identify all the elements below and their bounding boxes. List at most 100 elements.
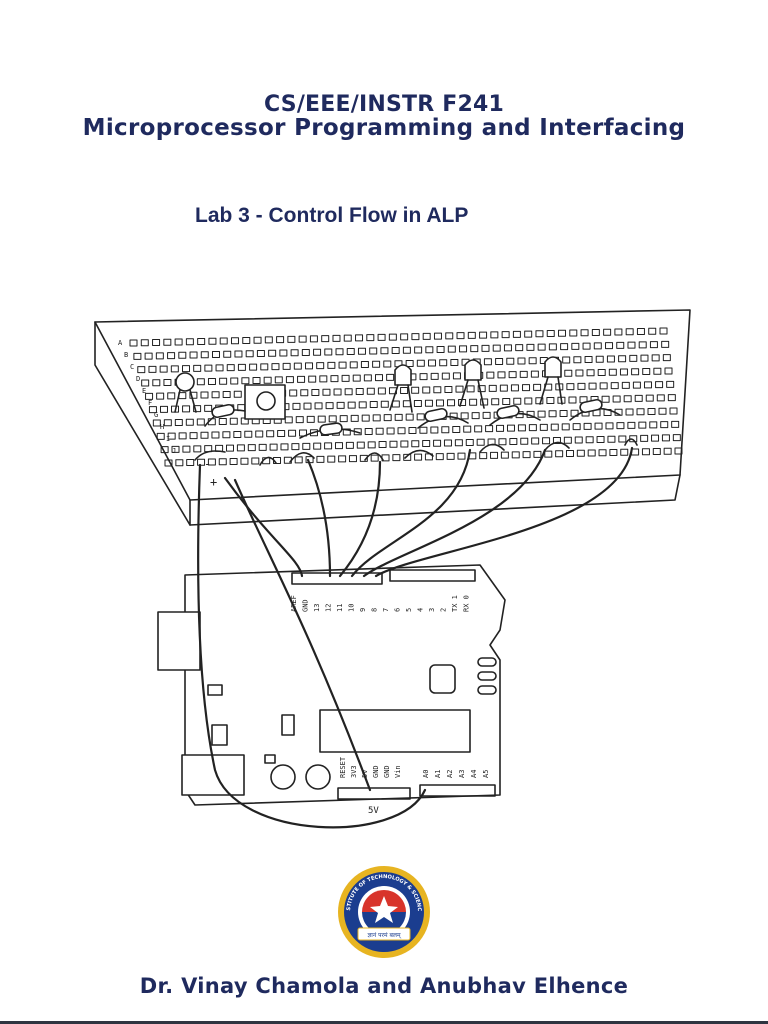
breadboard-hole (649, 341, 658, 349)
breadboard-hole (467, 331, 476, 339)
breadboard-hole (334, 442, 343, 450)
breadboard-hole (163, 378, 172, 386)
breadboard-hole (405, 360, 414, 368)
breadboard-hole (511, 451, 520, 459)
row-label: D (136, 375, 140, 383)
breadboard-hole (260, 363, 269, 371)
breadboard-hole (308, 375, 317, 383)
breadboard-hole (481, 344, 490, 352)
breadboard-hole (424, 399, 433, 407)
breadboard-hole (341, 374, 350, 382)
breadboard-hole (204, 404, 213, 412)
breadboard-hole (211, 391, 220, 399)
breadboard-hole (491, 398, 500, 406)
breadboard-hole (629, 354, 638, 362)
breadboard-hole (291, 443, 300, 451)
breadboard-hole (588, 382, 597, 390)
analog-header (419, 784, 496, 797)
breadboard-hole (255, 430, 264, 438)
breadboard-hole (631, 368, 640, 376)
rail-label: - (204, 457, 211, 471)
breadboard-hole (137, 366, 146, 374)
breadboard-hole (492, 344, 501, 352)
breadboard-hole (300, 389, 309, 397)
breadboard-hole (372, 360, 381, 368)
breadboard-hole (357, 347, 366, 355)
breadboard-hole (546, 330, 555, 338)
breadboard-hole (606, 355, 615, 363)
breadboard-hole (638, 341, 647, 349)
breadboard-hole (174, 418, 183, 426)
row-label: J (172, 447, 176, 455)
breadboard-hole (450, 359, 459, 367)
breadboard-hole (501, 331, 510, 339)
breadboard-hole (512, 330, 521, 338)
breadboard-hole (597, 369, 606, 377)
breadboard-hole (577, 382, 586, 390)
breadboard-hole (414, 453, 423, 461)
breadboard-hole (605, 422, 614, 430)
pin-label: 12 (325, 604, 333, 612)
breadboard-hole (400, 440, 409, 448)
breadboard-hole (563, 436, 572, 444)
breadboard-hole (178, 351, 187, 359)
breadboard-hole (636, 408, 645, 416)
breadboard-hole (240, 457, 249, 465)
breadboard-hole (155, 352, 164, 360)
breadboard-hole (305, 362, 314, 370)
breadboard-hole (328, 415, 337, 423)
breadboard-hole (400, 333, 409, 341)
breadboard-hole (369, 401, 378, 409)
breadboard-hole (656, 394, 665, 402)
arduino-board (184, 564, 506, 806)
breadboard-hole (289, 389, 298, 397)
breadboard-hole (163, 419, 172, 427)
breadboard-hole (517, 357, 526, 365)
breadboard-hole (402, 346, 411, 354)
capacitor-1 (270, 764, 296, 790)
breadboard-edge (94, 321, 191, 526)
breadboard-hole (568, 396, 577, 404)
breadboard-hole (441, 426, 450, 434)
breadboard-hole (640, 434, 649, 442)
breadboard-hole (619, 368, 628, 376)
breadboard-hole (269, 443, 278, 451)
breadboard-hole (411, 386, 420, 394)
breadboard-hole (558, 329, 567, 337)
breadboard-hole (548, 343, 557, 351)
breadboard-hole (182, 365, 191, 373)
breadboard-hole (542, 437, 551, 445)
breadboard-hole (167, 432, 176, 440)
pin-label: GND (383, 765, 391, 778)
breadboard-hole (276, 336, 285, 344)
breadboard-hole (572, 423, 581, 431)
breadboard-hole (599, 382, 608, 390)
breadboard-hole (174, 338, 183, 346)
breadboard-hole (497, 371, 506, 379)
breadboard-hole (672, 434, 681, 442)
breadboard-hole (197, 337, 206, 345)
breadboard-hole (510, 384, 519, 392)
breadboard-hole (441, 372, 450, 380)
breadboard-hole (360, 361, 369, 369)
breadboard-hole (583, 422, 592, 430)
breadboard-hole (500, 451, 509, 459)
breadboard-hole (502, 397, 511, 405)
breadboard-hole (603, 328, 612, 336)
breadboard-hole (643, 381, 652, 389)
breadboard-hole (595, 355, 604, 363)
breadboard-hole (528, 357, 537, 365)
breadboard-hole (585, 436, 594, 444)
pin-label: 9 (359, 608, 367, 612)
breadboard-hole (655, 381, 664, 389)
breadboard-hole (447, 345, 456, 353)
breadboard-hole (496, 424, 505, 432)
breadboard-hole (170, 365, 179, 373)
breadboard-hole (156, 432, 165, 440)
breadboard-hole (669, 407, 678, 415)
breadboard-hole (369, 347, 378, 355)
breadboard-hole (419, 426, 428, 434)
breadboard-hole (591, 329, 600, 337)
breadboard-hole (587, 449, 596, 457)
breadboard-hole (413, 400, 422, 408)
